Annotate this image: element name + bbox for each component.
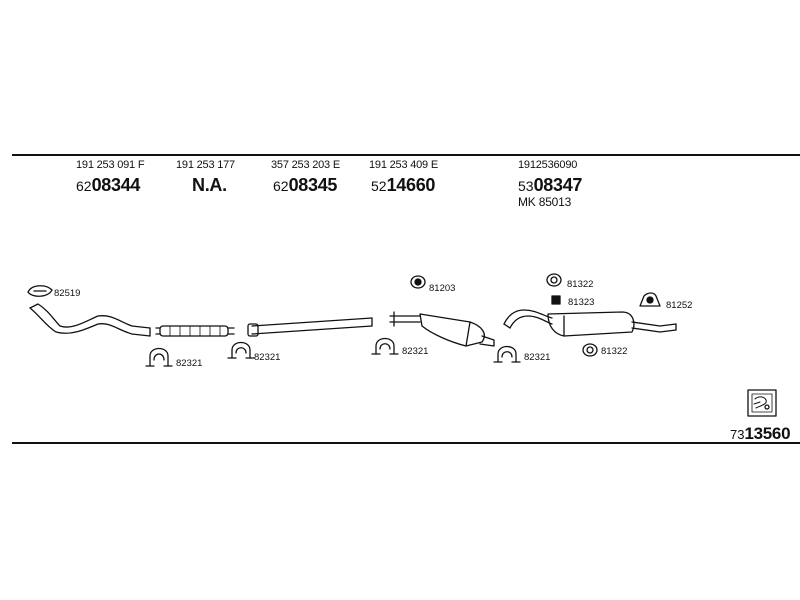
code-4: 5214660 bbox=[371, 175, 435, 196]
label-82321-b: 82321 bbox=[254, 352, 281, 363]
bottom-rule bbox=[12, 442, 800, 444]
label-81323: 81323 bbox=[568, 297, 595, 308]
footer-code-main: 13560 bbox=[744, 424, 791, 443]
code-1-main: 08344 bbox=[91, 175, 141, 195]
rear-silencer-icon bbox=[503, 309, 677, 337]
part-number-4: 191 253 409 E bbox=[369, 159, 438, 171]
code-2: N.A. bbox=[192, 175, 227, 196]
label-81252: 81252 bbox=[666, 300, 693, 311]
hanger-81203-icon bbox=[410, 275, 426, 289]
clamp-82321-b-icon bbox=[227, 341, 255, 359]
top-rule bbox=[12, 154, 800, 156]
rubber-81323-icon bbox=[551, 295, 561, 305]
code-3-prefix: 62 bbox=[273, 178, 289, 194]
label-81322-a: 81322 bbox=[567, 279, 594, 290]
code-1-prefix: 62 bbox=[76, 178, 92, 194]
hanger-81322-b-icon bbox=[582, 343, 598, 357]
label-82321-d: 82321 bbox=[524, 352, 551, 363]
label-81322-b: 81322 bbox=[601, 346, 628, 357]
kit-number: MK 85013 bbox=[518, 195, 572, 209]
clamp-82321-c-icon bbox=[371, 337, 399, 355]
front-pipe-icon bbox=[29, 303, 151, 337]
hanger-81252-icon bbox=[639, 292, 661, 307]
footer-code: 7313560 bbox=[730, 424, 791, 444]
code-4-prefix: 52 bbox=[371, 178, 387, 194]
label-81203: 81203 bbox=[429, 283, 456, 294]
part-number-3: 357 253 203 E bbox=[271, 159, 340, 171]
footer-code-prefix: 73 bbox=[730, 427, 745, 442]
front-silencer-icon bbox=[155, 325, 235, 337]
code-5: 5308347 bbox=[518, 175, 582, 196]
code-5-main: 08347 bbox=[533, 175, 583, 195]
label-82519: 82519 bbox=[54, 288, 81, 299]
middle-silencer-icon bbox=[389, 311, 495, 347]
code-1: 6208344 bbox=[76, 175, 140, 196]
code-2-main: N.A. bbox=[192, 175, 227, 195]
hanger-81322-a-icon bbox=[546, 273, 562, 287]
code-3-main: 08345 bbox=[288, 175, 338, 195]
label-82321-a: 82321 bbox=[176, 358, 203, 369]
code-3: 6208345 bbox=[273, 175, 337, 196]
code-4-main: 14660 bbox=[386, 175, 436, 195]
part-number-2: 191 253 177 bbox=[176, 159, 235, 171]
part-number-1: 191 253 091 F bbox=[76, 159, 145, 171]
clamp-82321-a-icon bbox=[145, 347, 173, 367]
clamp-82321-d-icon bbox=[493, 345, 521, 363]
code-5-prefix: 53 bbox=[518, 178, 534, 194]
part-number-5: 1912536090 bbox=[518, 159, 578, 171]
intermediate-pipe-icon bbox=[247, 317, 373, 337]
mounting-kit-icon bbox=[747, 389, 777, 417]
gasket-82519-icon bbox=[27, 285, 53, 297]
label-82321-c: 82321 bbox=[402, 346, 429, 357]
